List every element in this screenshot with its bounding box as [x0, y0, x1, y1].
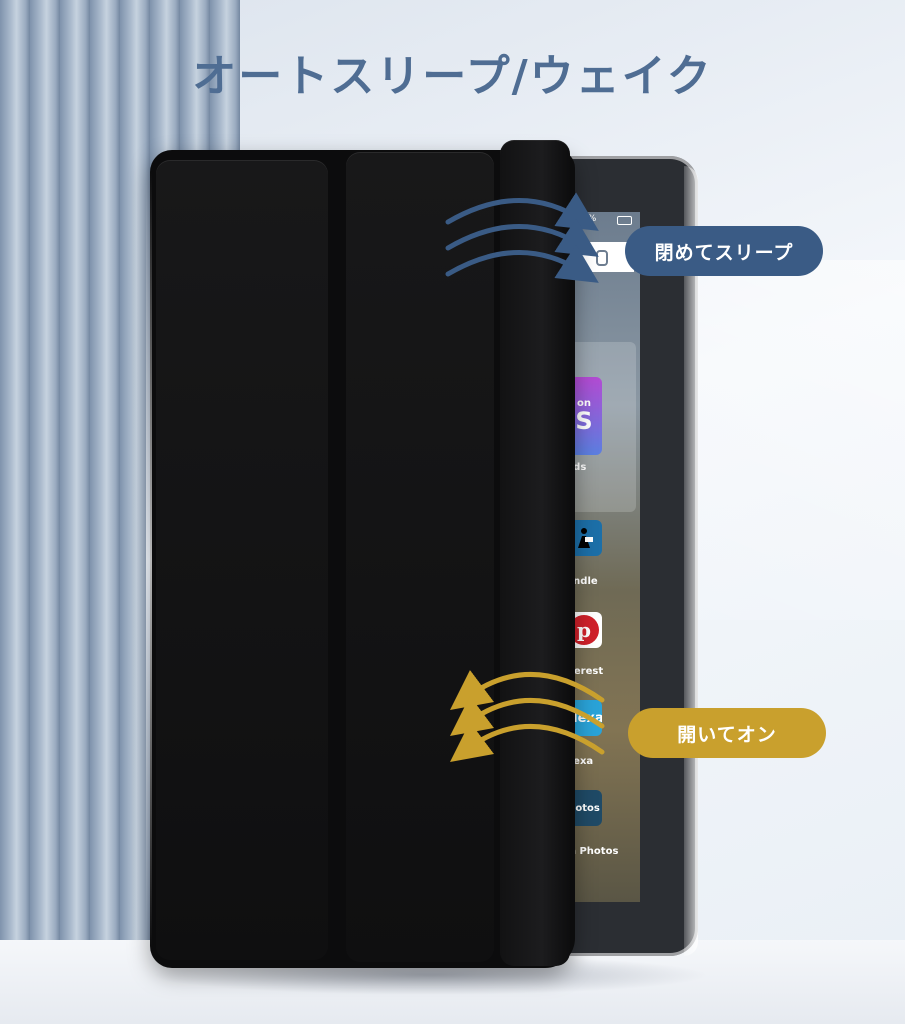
reading-person-icon	[578, 528, 593, 548]
cover-panel-fold	[500, 140, 570, 966]
close-sleep-badge: 閉めてスリープ	[625, 226, 823, 276]
cover-panel-middle	[346, 152, 494, 962]
cover-panel-left	[156, 160, 328, 960]
headline: オートスリープ/ウェイク	[192, 51, 713, 102]
app-label-alexa: Alexa	[562, 756, 594, 767]
app-label-photos: on Photos	[562, 846, 619, 857]
cover-edge-highlight	[146, 170, 152, 950]
battery-icon	[617, 216, 632, 225]
microphone-icon[interactable]	[596, 250, 608, 266]
clear-case-edge	[684, 166, 698, 956]
app-label-pinterest: nterest	[562, 666, 604, 677]
battery-status: 0%	[582, 214, 597, 224]
photos-tile-text: hotos	[568, 802, 600, 814]
open-wake-badge: 開いてオン	[628, 708, 826, 758]
app-label-kindle: Kindle	[562, 576, 598, 587]
kids-tile-text: on	[576, 398, 591, 409]
kids-tile-glyph: S	[575, 407, 593, 435]
